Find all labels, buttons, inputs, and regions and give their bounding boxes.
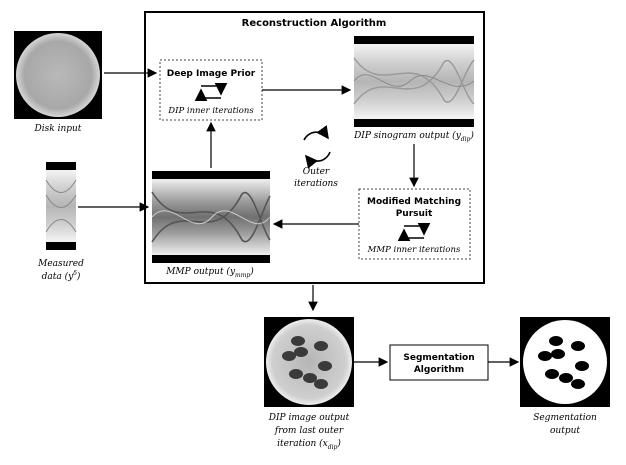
mmp-output-image bbox=[151, 171, 271, 263]
dip-image-caption-1: DIP image output bbox=[268, 413, 350, 423]
segmentation-box bbox=[389, 344, 489, 381]
dip-loop-icon bbox=[194, 82, 228, 102]
mmp-loop-icon bbox=[397, 222, 431, 242]
mmp-title-1: Modified Matching bbox=[367, 197, 461, 207]
outer-iterations-label-1: Outer bbox=[303, 167, 330, 177]
dip-title: Deep Image Prior bbox=[167, 69, 256, 79]
segmentation-output-caption-2: output bbox=[550, 426, 580, 436]
segmentation-title-2: Algorithm bbox=[414, 365, 464, 375]
outer-iterations-label-2: iterations bbox=[294, 179, 338, 189]
disk-input-image bbox=[14, 31, 102, 119]
dip-sinogram-caption: DIP sinogram output (ydip) bbox=[353, 130, 474, 143]
mmp-box bbox=[358, 188, 471, 260]
measured-data-caption: Measured bbox=[37, 259, 84, 269]
dip-image-caption-3: iteration (xdip) bbox=[277, 438, 341, 451]
dip-image-caption-2: from last outer bbox=[274, 426, 344, 436]
dip-subtitle: DIP inner iterations bbox=[167, 106, 254, 116]
reconstruction-box bbox=[144, 11, 485, 284]
mmp-title-2: Pursuit bbox=[396, 209, 433, 219]
dip-image-output bbox=[264, 317, 354, 407]
measured-data-image bbox=[45, 162, 77, 250]
segmentation-output-caption-1: Segmentation bbox=[533, 413, 597, 423]
dip-box bbox=[159, 59, 263, 121]
reconstruction-title: Reconstruction Algorithm bbox=[242, 18, 387, 29]
mmp-subtitle: MMP inner iterations bbox=[367, 245, 461, 255]
disk-input-caption: Disk input bbox=[34, 124, 82, 134]
mmp-output-caption: MMP output (ymmp) bbox=[165, 266, 254, 279]
outer-iterations-icon bbox=[303, 125, 331, 169]
measured-data-caption-2: data (yδ) bbox=[42, 270, 81, 282]
segmentation-output-image bbox=[520, 317, 610, 407]
dip-sinogram-image bbox=[353, 36, 475, 127]
segmentation-title-1: Segmentation bbox=[403, 353, 474, 363]
